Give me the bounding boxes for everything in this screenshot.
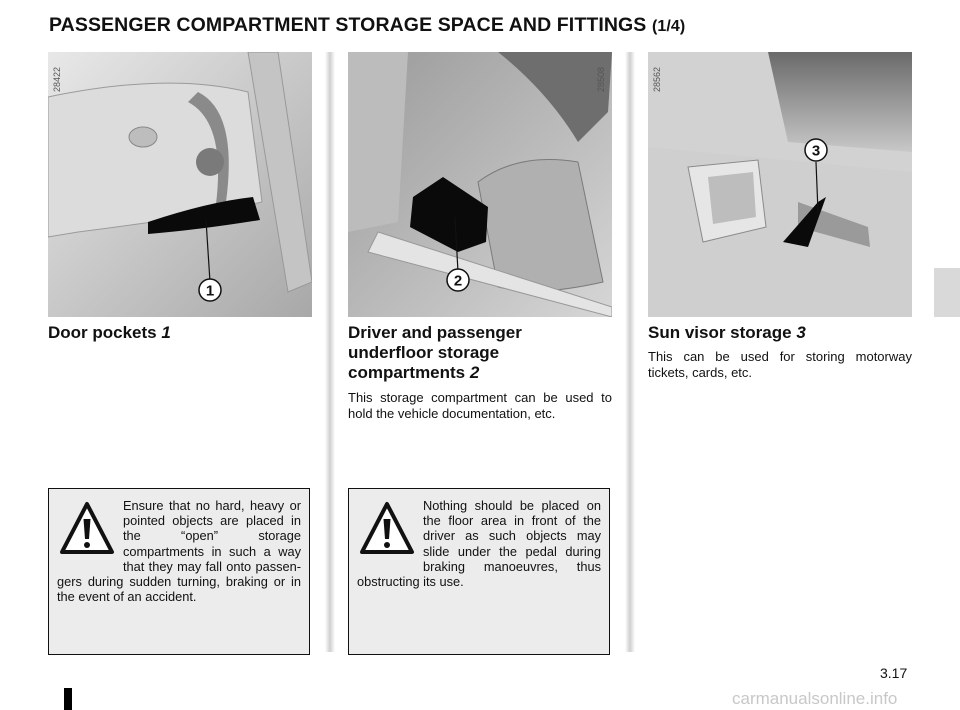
warning-triangle-icon [360, 502, 414, 554]
underfloor-heading-text: Driver and passenger underfloor storage … [348, 323, 522, 382]
door-pocket-figure: 1 [48, 52, 312, 317]
callout-3: 3 [812, 143, 820, 160]
underfloor-ref: 2 [469, 363, 480, 382]
door-pockets-heading: Door pockets 1 [48, 323, 312, 343]
column-divider [625, 52, 635, 652]
page-title: PASSENGER COMPARTMENT STORAGE SPACE AND … [49, 14, 685, 37]
chapter-tab [934, 268, 960, 317]
underfloor-figure: 2 [348, 52, 612, 317]
warning-triangle-icon [60, 502, 114, 554]
figure-ref-1: 28422 [52, 66, 62, 92]
callout-2: 2 [454, 273, 462, 290]
warning-box-floor: Nothing should be placed on the floor ar… [348, 488, 610, 655]
sun-visor-heading-text: Sun visor storage [648, 323, 792, 342]
sun-visor-figure: 3 [648, 52, 912, 317]
warning-box-door-pockets: Ensure that no hard, heavy or pointed ob… [48, 488, 310, 655]
door-pockets-heading-text: Door pockets [48, 323, 157, 342]
sun-visor-ref: 3 [796, 323, 806, 342]
door-pockets-ref: 1 [161, 323, 171, 342]
sun-visor-illustration: 3 [648, 52, 912, 317]
page-part-indicator: (1/4) [651, 18, 686, 35]
sun-visor-heading: Sun visor storage 3 [648, 323, 912, 343]
warning-text-floor: Nothing should be placed on the floor ar… [357, 498, 601, 590]
figure-ref-3: 28562 [652, 66, 662, 92]
sun-visor-body: This can be used for storing motorway ti… [648, 349, 912, 380]
callout-1: 1 [206, 283, 214, 300]
column-divider [325, 52, 335, 652]
underfloor-body: This storage compartment can be used to … [348, 390, 612, 421]
door-pocket-illustration: 1 [48, 52, 312, 317]
figure-ref-2: 28508 [596, 66, 606, 92]
underfloor-heading: Driver and passenger underfloor storage … [348, 323, 558, 383]
underfloor-illustration: 2 [348, 52, 612, 317]
watermark: carmanualsonline.info [732, 689, 898, 708]
crop-mark [64, 688, 72, 710]
warning-text-door-pockets: Ensure that no hard, heavy or pointed ob… [57, 498, 301, 605]
page-number: 3.17 [880, 665, 908, 681]
page-title-text: PASSENGER COMPARTMENT STORAGE SPACE AND … [49, 14, 647, 36]
